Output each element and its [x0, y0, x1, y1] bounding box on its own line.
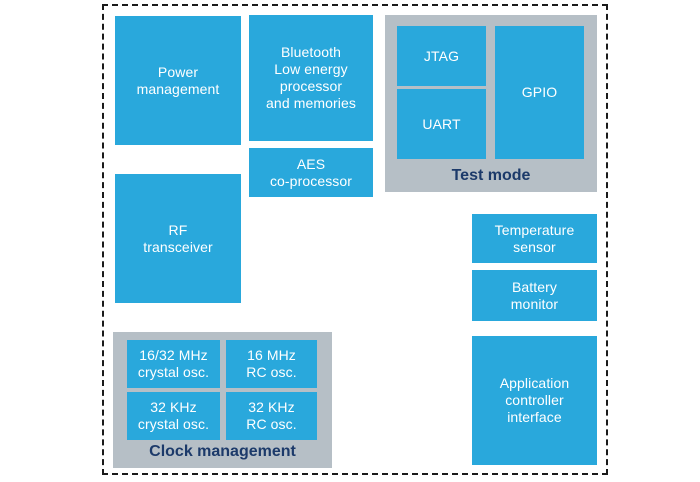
group-test-mode-label: Test mode: [451, 167, 531, 184]
block-16mhz-rc-osc-label: 16 MHz RC osc.: [246, 347, 297, 380]
block-rf-transceiver-label: RF transceiver: [143, 221, 213, 255]
block-32khz-crystal-osc-label: 32 KHz crystal osc.: [137, 399, 210, 432]
block-battery-monitor-label: Battery monitor: [510, 278, 559, 312]
block-bluetooth-le-processor-label: Bluetooth Low energy processor and memor…: [266, 44, 356, 111]
block-rf-transceiver: RF transceiver: [115, 174, 241, 303]
block-aes-coprocessor-label: AES co-processor: [269, 155, 353, 189]
block-power-management-label: Power management: [136, 63, 220, 97]
block-uart-label: UART: [422, 115, 461, 132]
block-bluetooth-le-processor: Bluetooth Low energy processor and memor…: [249, 15, 373, 141]
group-clock-management-label: Clock management: [149, 443, 296, 460]
block-gpio: GPIO: [495, 26, 584, 159]
block-16mhz-rc-osc: 16 MHz RC osc.: [226, 340, 317, 388]
block-application-controller-interface-label: Application controller interface: [499, 375, 570, 425]
group-test-mode: JTAG UART GPIO Test mode: [385, 15, 597, 192]
block-16-32mhz-crystal-osc-label: 16/32 MHz crystal osc.: [137, 347, 210, 380]
block-battery-monitor: Battery monitor: [472, 270, 597, 321]
group-clock-management: 16/32 MHz crystal osc. 16 MHz RC osc. 32…: [113, 332, 332, 468]
block-32khz-crystal-osc: 32 KHz crystal osc.: [127, 392, 220, 440]
block-32khz-rc-osc-label: 32 KHz RC osc.: [246, 399, 297, 432]
block-uart: UART: [397, 89, 486, 159]
block-aes-coprocessor: AES co-processor: [249, 148, 373, 197]
block-temperature-sensor: Temperature sensor: [472, 214, 597, 263]
block-gpio-label: GPIO: [521, 84, 558, 100]
block-32khz-rc-osc: 32 KHz RC osc.: [226, 392, 317, 440]
block-temperature-sensor-label: Temperature sensor: [494, 221, 575, 255]
block-application-controller-interface: Application controller interface: [472, 336, 597, 465]
chip-boundary-dashed-border: [102, 4, 608, 475]
block-jtag-label: JTAG: [423, 47, 460, 64]
block-power-management: Power management: [115, 16, 241, 145]
block-jtag: JTAG: [397, 26, 486, 86]
block-16-32mhz-crystal-osc: 16/32 MHz crystal osc.: [127, 340, 220, 388]
